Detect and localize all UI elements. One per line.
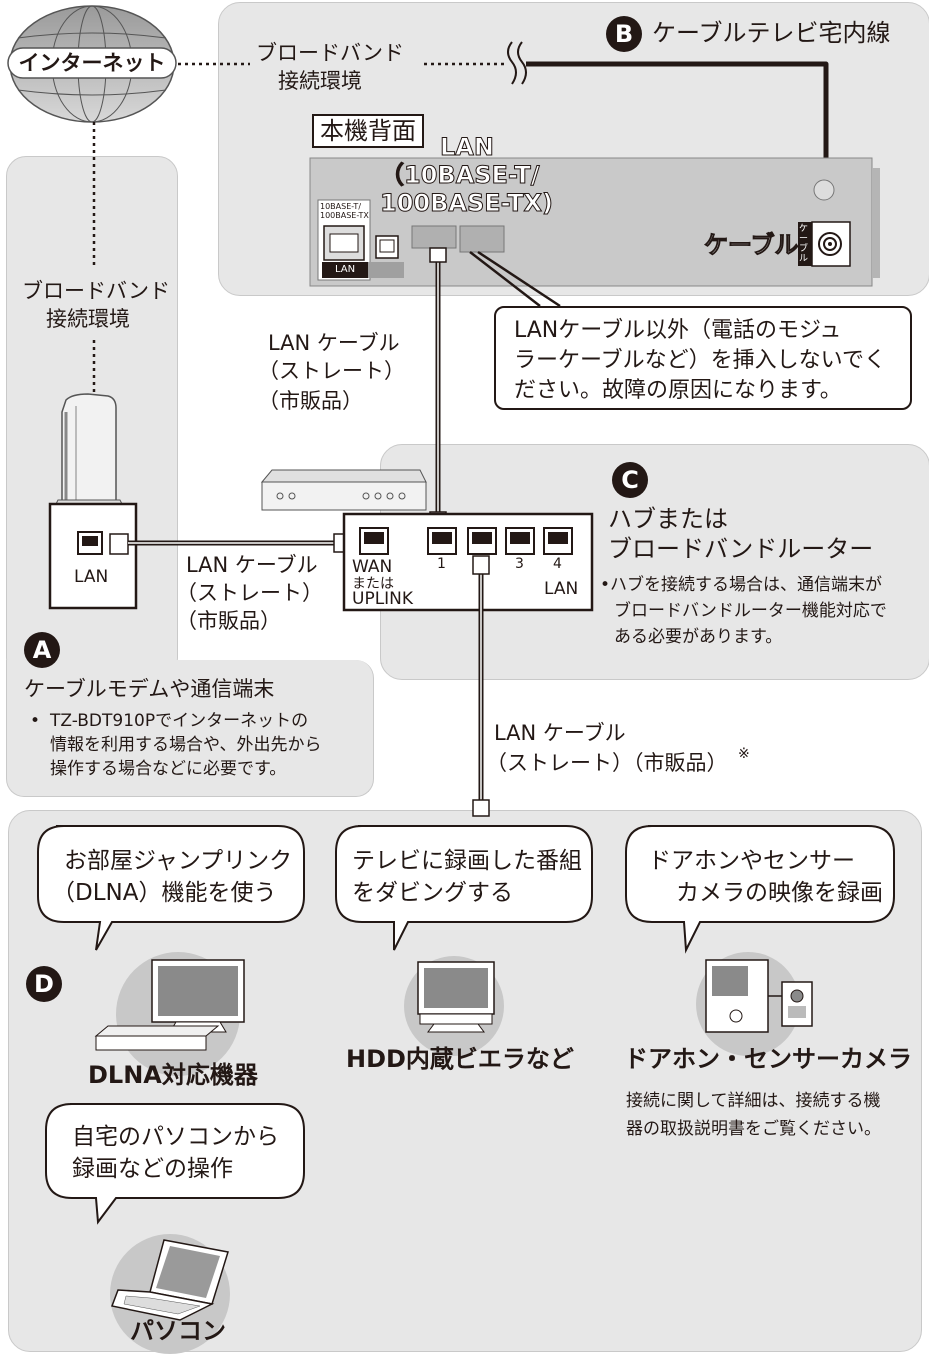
hub-uplink-label: UPLINK [352, 589, 414, 609]
hub-wan-or-label: または [352, 576, 394, 592]
section-c-note-line2: ブロードバンドルーター機能対応で [614, 601, 887, 621]
bubble2-line2: をダビングする [352, 880, 513, 906]
bubble2-line1: テレビに録画した番組 [352, 848, 582, 874]
hub-device-icon [260, 469, 427, 511]
laptop-icon [110, 1239, 229, 1321]
recorder-rear [309, 157, 880, 287]
broadband-top-line2: 接続環境 [278, 69, 362, 93]
bubble4-line2: 録画などの操作 [72, 1156, 233, 1182]
section-a-bullet: • [30, 711, 41, 731]
badge-d: D [26, 966, 62, 1002]
badge-c: C [612, 462, 648, 498]
warning-box: LANケーブル以外（電話のモジュ ラーケーブルなど）を挿入しないでく ださい。故… [494, 306, 912, 410]
modem-icon [51, 393, 127, 513]
bubble3-line2: カメラの映像を録画 [676, 880, 883, 906]
port-small-label-1: 10BASE-T/ [320, 202, 362, 211]
modem-note-area [6, 660, 374, 797]
lan-port-label-1: LAN [440, 133, 495, 162]
cable-mid-line1: LAN ケーブル [186, 553, 318, 577]
cable-mid-line2: （ストレート） [176, 581, 323, 605]
internet-label: インターネット [18, 51, 166, 75]
section-b-title: ケーブルテレビ宅内線 [652, 19, 891, 47]
section-a-note-line2: 情報を利用する場合や、外出先から [50, 735, 322, 755]
cable-mid-line3: （市販品） [176, 609, 281, 633]
globe-icon [7, 5, 177, 123]
section-a-note-line1: TZ-BDT910Pでインターネットの [50, 711, 309, 731]
bubble3-line1: ドアホンやセンサー [648, 848, 855, 874]
cable-port-tag: ケーブル [799, 224, 809, 264]
hub-port1-label: 1 [437, 556, 446, 572]
lan-port-label-3: 100BASE-TX) [380, 189, 554, 218]
section-c-note-line1: •ハブを接続する場合は、通信端末が [600, 575, 883, 595]
recorder-icon [94, 1025, 220, 1051]
hub-lan-label: LAN [544, 579, 579, 599]
badge-a: A [24, 632, 60, 668]
broadband-left-line1: ブロードバンド [22, 279, 171, 303]
bubble4-line1: 自宅のパソコンから [72, 1124, 279, 1150]
cable-top-line3: （市販品） [258, 389, 363, 413]
bubble1-line2: （DLNA）機能を使う [52, 880, 277, 906]
cable-top-line1: LAN ケーブル [268, 331, 400, 355]
broadband-left-line2: 接続環境 [46, 307, 130, 331]
warning-line3: ださい。故障の原因になります。 [514, 378, 842, 403]
hub-wan-label: WAN [352, 557, 393, 577]
warning-line2: ラーケーブルなど）を挿入しないでく [514, 348, 887, 373]
modem-port-label: LAN [74, 567, 109, 587]
tv-icon [151, 959, 245, 1033]
section-a-note-line3: 操作する場合などに必要です。 [50, 759, 287, 779]
hub-port3-label: 3 [515, 556, 524, 572]
badge-b: B [606, 16, 642, 52]
device-pc-label: パソコン [130, 1317, 226, 1345]
cable-bottom-line1: LAN ケーブル [494, 721, 626, 745]
lan-port-label-2: （10BASE-T/ [380, 161, 541, 190]
broadband-top-line1: ブロードバンド [256, 41, 405, 65]
hub-port4-label: 4 [553, 556, 562, 572]
rear-panel-title: 本機背面 [312, 114, 424, 148]
hdd-tv-icon [417, 961, 495, 1033]
section-c-title2: ブロードバンドルーター [608, 535, 874, 563]
section-d-note-line1: 接続に関して詳細は、接続する機 [626, 1091, 881, 1111]
cable-bottom-mark: ※ [738, 746, 750, 762]
port-small-label-2: 100BASE-TX [320, 211, 369, 220]
port-lan-label: LAN [334, 264, 356, 275]
doorphone-icon [705, 959, 813, 1033]
device-hdd-tv-label: HDD内蔵ビエラなど [346, 1045, 574, 1073]
bubble1-line1: お部屋ジャンプリンク [64, 848, 293, 874]
device-dlna-label: DLNA対応機器 [88, 1061, 258, 1089]
device-doorphone-label: ドアホン・センサーカメラ [624, 1045, 912, 1073]
section-d-note-line2: 器の取扱説明書をご覧ください。 [626, 1119, 881, 1139]
warning-line1: LANケーブル以外（電話のモジュ [514, 318, 842, 343]
cable-bottom-line2: （ストレート）（市販品） [486, 751, 728, 775]
section-c-title1: ハブまたは [608, 505, 728, 533]
section-a-title: ケーブルモデムや通信端末 [24, 677, 275, 701]
section-c-note-line3: ある必要があります。 [614, 627, 783, 647]
cable-top-line2: （ストレート） [258, 359, 405, 383]
cable-label: ケーブル [704, 231, 800, 260]
